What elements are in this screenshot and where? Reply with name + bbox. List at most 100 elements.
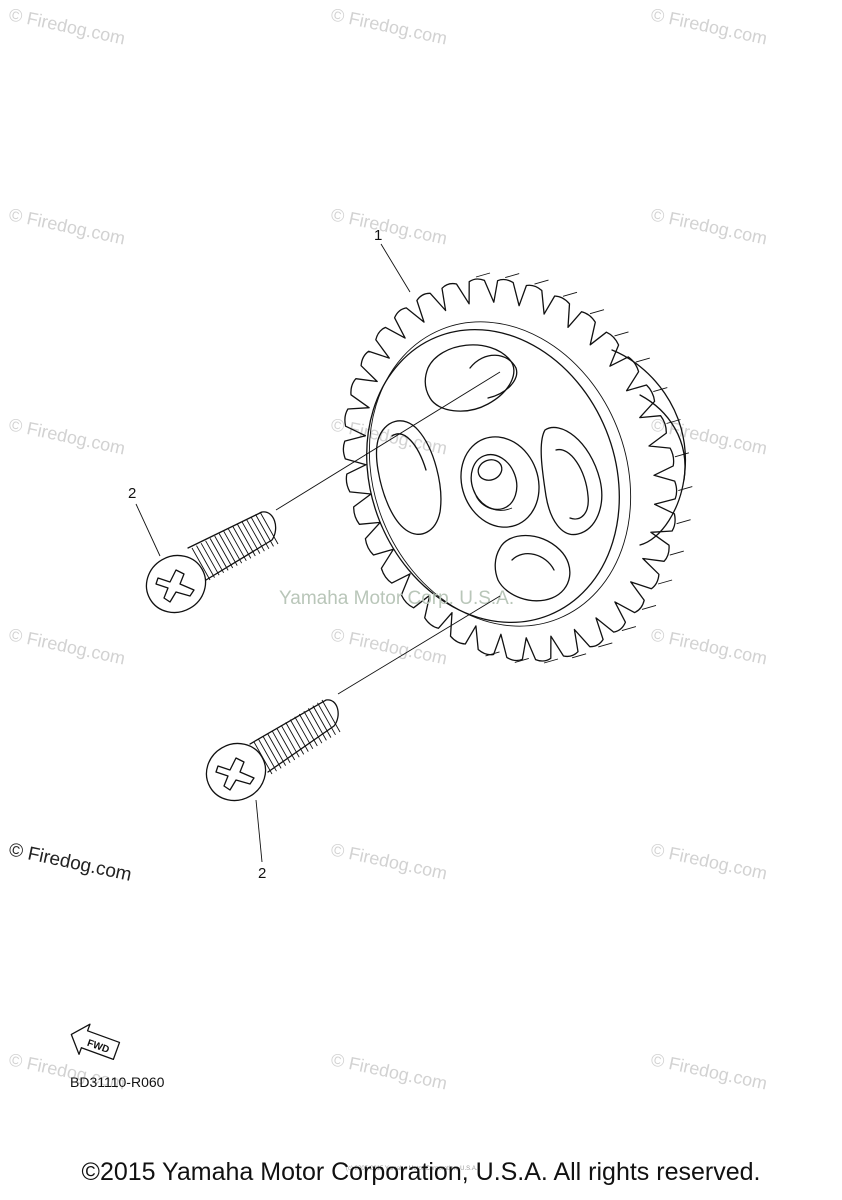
fwd-arrow-icon: FWD [70, 1023, 121, 1060]
gear-cutout-left [375, 420, 442, 535]
watermark-text: © Firedog.com [7, 624, 127, 668]
screw-thread-line [200, 542, 220, 576]
screw-thread-line [312, 705, 332, 738]
screw-thread-line [196, 545, 215, 578]
callout-leader [255, 799, 263, 863]
watermark-text: © Firedog.com [329, 839, 449, 883]
gear-tooth-edge [674, 452, 690, 458]
watermark-layer: © Firedog.com © Firedog.com © Firedog.co… [7, 4, 769, 1093]
screw-lower-shank [249, 699, 339, 773]
phillips-recess-icon [215, 757, 255, 791]
center-watermark: Yamaha Motor Corp. U.S.A. [279, 588, 514, 609]
gear-tooth-edge [653, 387, 668, 393]
screw-thread-line [294, 716, 314, 750]
screw-thread-line [223, 530, 243, 564]
gear-hub-outer [460, 436, 540, 528]
screw-thread-line [285, 722, 305, 755]
screw-lower [205, 595, 501, 802]
callout-2-lower: 2 [255, 799, 266, 882]
screw-thread-line [232, 526, 252, 559]
callout-number: 2 [258, 865, 266, 882]
screw-thread-line [308, 708, 327, 741]
gear-tooth-edge [514, 657, 529, 663]
gear-tooth-edge [635, 357, 650, 363]
screw-thread-line [303, 710, 323, 744]
screw-thread-line [250, 516, 270, 550]
screw-thread-line [209, 538, 229, 571]
gear-tooth-edge [589, 309, 605, 315]
gear-tooth-edge [676, 519, 691, 525]
gear-tooth-edge [614, 331, 629, 337]
screw-upper-leader [275, 371, 501, 511]
gear-tooth-edge [485, 651, 500, 657]
gear-tooth-edge [571, 653, 587, 659]
screw-thread-line [227, 528, 247, 562]
screw-upper-threads [191, 511, 279, 581]
gear-tooth-edge [598, 642, 613, 648]
watermark-text: © Firedog.com [649, 624, 769, 668]
screw-thread-line [218, 533, 238, 566]
copyright-footer: ©2015 Yamaha Motor Corporation, U.S.A. A… [81, 1158, 761, 1186]
diagram-code: BD31110-R060 [70, 1074, 165, 1090]
screw-thread-line [214, 535, 234, 569]
gear-tooth-edge [621, 626, 637, 632]
screw-upper-head [145, 554, 207, 614]
watermark-text: © Firedog.com [329, 1049, 449, 1093]
gear-cutout-top-inner [469, 354, 518, 399]
gear-cutout-left-inner [391, 433, 427, 471]
watermark-text: © Firedog.com [649, 1049, 769, 1093]
gear-cutout-right-inner [555, 449, 589, 520]
watermark-text: © Firedog.com [649, 414, 769, 458]
watermark-text: © Firedog.com [649, 4, 769, 48]
gear-tooth-edge [543, 658, 559, 664]
screw-thread-line [321, 699, 341, 733]
screw-thread-line [191, 547, 211, 581]
watermark-text: © Firedog.com [649, 204, 769, 248]
gear-tooth-edge [641, 604, 657, 610]
gear-rear-hub-edge [639, 394, 686, 481]
callout-1: 1 [374, 227, 411, 293]
watermark-text-dark: © Firedog.com [7, 839, 134, 886]
screw-upper-shank [187, 511, 277, 581]
watermark-text: © Firedog.com [7, 204, 127, 248]
screw-upper [145, 371, 501, 614]
gear-cutout-right [540, 426, 603, 536]
gear-disc-rim [368, 321, 632, 627]
watermark-text: © Firedog.com [329, 4, 449, 48]
screw-thread-line [246, 518, 265, 552]
watermark-text: © Firedog.com [329, 204, 449, 248]
gear-cutout-bottom-inner [511, 553, 555, 571]
screw-thread-line [267, 733, 286, 766]
screw-thread-line [317, 702, 336, 736]
gear-tooth-edge [562, 291, 578, 297]
callout-leader [380, 243, 411, 293]
gear-tooth-edge [475, 272, 491, 278]
screw-thread-line [298, 713, 318, 747]
phillips-recess-icon [155, 569, 195, 603]
watermark-text: © Firedog.com [7, 414, 127, 458]
oil-pump-gear [342, 272, 693, 664]
screw-lower-leader [337, 595, 501, 695]
gear-disc-face [366, 328, 620, 624]
gear-hub-boss [470, 453, 518, 511]
screw-thread-line [205, 540, 224, 574]
gear-cutout-bottom [494, 535, 571, 602]
screw-thread-line [280, 724, 300, 758]
screw-thread-line [262, 736, 282, 769]
gear-tooth-edge [678, 486, 693, 492]
fine-print: (c) 2005-2015 Yamaha Motor Corporation, … [346, 1166, 478, 1172]
screw-thread-line [259, 511, 279, 545]
gear-cutout-top [424, 344, 515, 412]
callout-2-upper: 2 [128, 485, 161, 557]
screw-lower-head [205, 742, 267, 802]
gear-tooth-edge [505, 273, 520, 279]
watermark-text: © Firedog.com [329, 624, 449, 668]
gear-tooth-edge [669, 550, 684, 556]
gear-tooth-edge [657, 579, 673, 585]
fwd-arrow-shape [70, 1023, 121, 1060]
screw-thread-line [258, 738, 277, 772]
gear-tooth-edge [534, 279, 549, 285]
watermark-text: © Firedog.com [649, 839, 769, 883]
screw-thread-line [289, 719, 309, 752]
